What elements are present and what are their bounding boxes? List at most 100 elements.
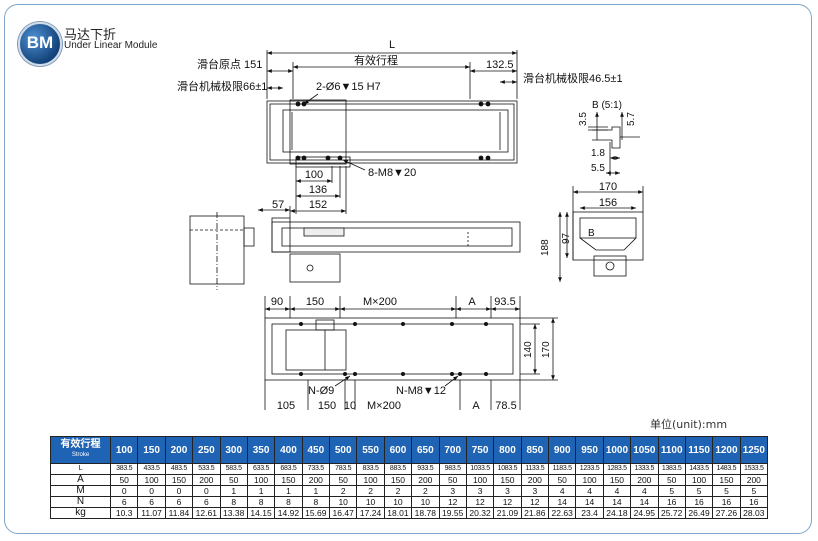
table-cell: 1033.5 xyxy=(465,463,495,475)
table-cell: 1333.5 xyxy=(630,463,659,475)
row-label: kg xyxy=(50,507,111,519)
table-cell: 4 xyxy=(630,485,659,497)
table-cell: 1183.5 xyxy=(547,463,577,475)
table-cell: 683.5 xyxy=(274,463,303,475)
header-stroke-value: 1150 xyxy=(684,436,714,464)
header-stroke-value: 1050 xyxy=(630,436,659,464)
table-cell: 383.5 xyxy=(109,463,139,475)
table-cell: 16.47 xyxy=(328,507,358,519)
dim-57: 57 xyxy=(272,199,284,211)
slide-origin-label: 滑台原点 151 xyxy=(197,57,262,71)
table-cell: 483.5 xyxy=(164,463,194,475)
table-cell: 22.63 xyxy=(547,507,577,519)
table-cell: 1 xyxy=(274,485,303,497)
table-cell: 19.55 xyxy=(438,507,467,519)
table-cell: 150 xyxy=(602,474,632,486)
header-stroke-value: 300 xyxy=(219,436,248,464)
header-stroke-value: 350 xyxy=(246,436,276,464)
table-cell: 14 xyxy=(575,496,604,508)
table-cell: 21.09 xyxy=(493,507,522,519)
table-cell: 4 xyxy=(547,485,577,497)
header-stroke-value: 850 xyxy=(520,436,550,464)
header-stroke-value: 900 xyxy=(547,436,577,464)
table-cell: 5 xyxy=(657,485,686,497)
table-cell: 12 xyxy=(520,496,550,508)
header-stroke-value: 800 xyxy=(493,436,522,464)
end-dim-188: 188 xyxy=(540,239,551,256)
table-cell: 13.38 xyxy=(219,507,248,519)
table-cell: 933.5 xyxy=(411,463,440,475)
header-stroke-value: 150 xyxy=(137,436,166,464)
n-m8-label: N-M8▼12 xyxy=(396,385,446,397)
table-cell: 583.5 xyxy=(219,463,248,475)
table-cell: 3 xyxy=(465,485,495,497)
table-cell: 50 xyxy=(438,474,467,486)
table-cell: 1383.5 xyxy=(657,463,686,475)
header-stroke-value: 1100 xyxy=(657,436,686,464)
table-cell: 4 xyxy=(602,485,632,497)
table-cell: 200 xyxy=(411,474,440,486)
table-cell: 50 xyxy=(219,474,248,486)
table-cell: 12 xyxy=(493,496,522,508)
m8-holes-label: 8-M8▼20 xyxy=(368,167,416,179)
table-cell: 6 xyxy=(192,496,221,508)
table-cell: 1 xyxy=(219,485,248,497)
end-view xyxy=(558,186,644,282)
header-stroke-value: 650 xyxy=(411,436,440,464)
table-cell: 10 xyxy=(328,496,358,508)
row-label: N xyxy=(50,496,111,508)
table-cell: 833.5 xyxy=(356,463,385,475)
table-cell: 6 xyxy=(137,496,166,508)
bottom-dim-90: 90 xyxy=(271,296,283,308)
table-cell: 433.5 xyxy=(137,463,166,475)
bottom-dim-mx200-top: M×200 xyxy=(363,296,397,308)
end-dim-156: 156 xyxy=(599,197,617,209)
brand-logo: BM xyxy=(18,22,62,66)
table-cell: 3 xyxy=(520,485,550,497)
table-cell: 200 xyxy=(301,474,331,486)
table-cell: 23.4 xyxy=(575,507,604,519)
table-cell: 2 xyxy=(411,485,440,497)
end-label-b: B xyxy=(588,228,595,239)
table-cell: 2 xyxy=(383,485,413,497)
header-stroke-value: 950 xyxy=(575,436,604,464)
table-cell: 2 xyxy=(356,485,385,497)
header-stroke-value: 400 xyxy=(274,436,303,464)
table-cell: 1 xyxy=(246,485,276,497)
table-cell: 200 xyxy=(630,474,659,486)
table-cell: 25.72 xyxy=(657,507,686,519)
row-label: A xyxy=(50,474,111,486)
table-cell: 50 xyxy=(109,474,139,486)
table-cell: 633.5 xyxy=(246,463,276,475)
table-cell: 200 xyxy=(520,474,550,486)
table-cell: 5 xyxy=(739,485,769,497)
header-stroke-value: 250 xyxy=(192,436,221,464)
table-cell: 16 xyxy=(657,496,686,508)
table-cell: 17.24 xyxy=(356,507,385,519)
table-cell: 150 xyxy=(383,474,413,486)
table-cell: 983.5 xyxy=(438,463,467,475)
table-cell: 100 xyxy=(684,474,714,486)
table-cell: 1133.5 xyxy=(520,463,550,475)
dim-L: L xyxy=(389,39,395,51)
detail-b xyxy=(588,112,640,176)
bottom-dim-mx200-bot: M×200 xyxy=(367,400,401,410)
table-cell: 50 xyxy=(547,474,577,486)
table-cell: 100 xyxy=(465,474,495,486)
header-stroke-value: 1200 xyxy=(712,436,741,464)
table-cell: 883.5 xyxy=(383,463,413,475)
table-cell: 1533.5 xyxy=(739,463,769,475)
technical-drawing: L 有效行程 滑台原点 151 滑台机械极限66±1 2-Ø6▼15 H7 13… xyxy=(177,39,644,410)
table-cell: 14 xyxy=(602,496,632,508)
header-stroke-value: 200 xyxy=(164,436,194,464)
table-cell: 1083.5 xyxy=(493,463,522,475)
table-cell: 0 xyxy=(137,485,166,497)
bottom-dim-150-top: 150 xyxy=(306,296,324,308)
detail-b-5-7: 5.7 xyxy=(626,112,637,126)
